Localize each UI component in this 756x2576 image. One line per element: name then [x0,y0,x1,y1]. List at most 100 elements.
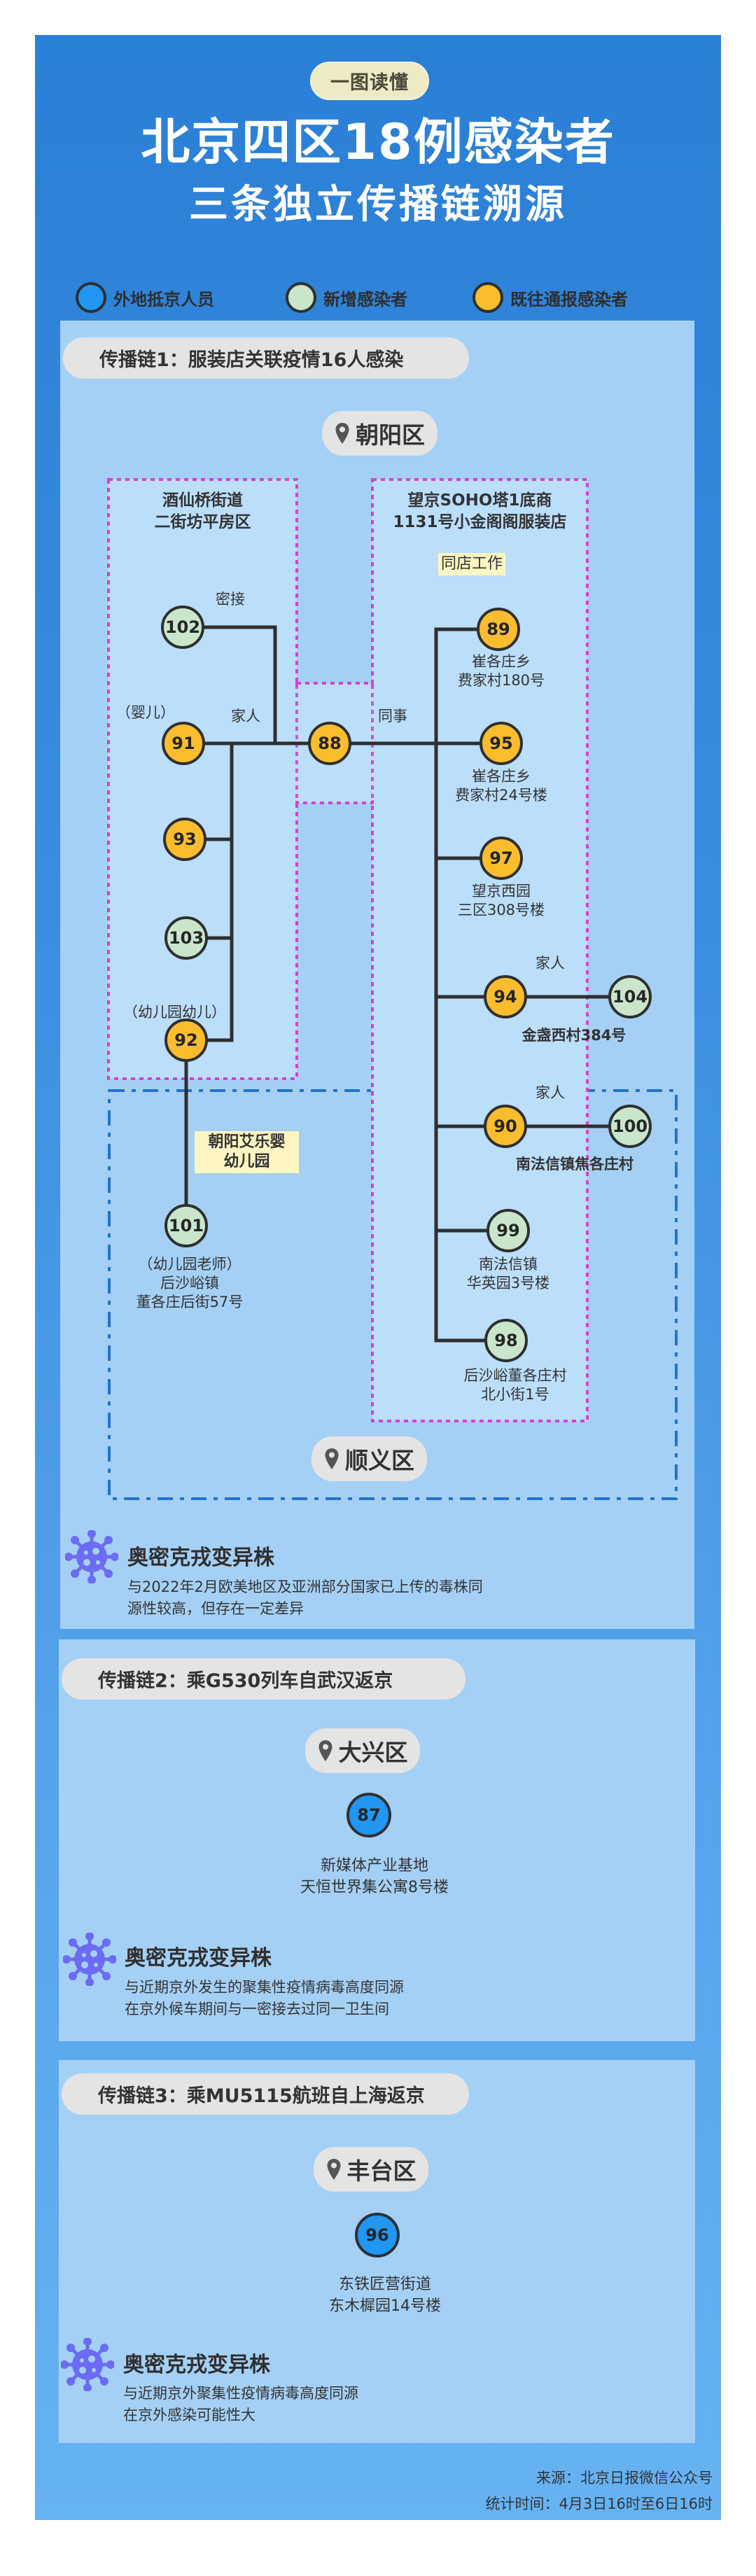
legend-label: 新增感染者 [323,289,407,309]
legend-item-prev: 既往通报感染者 [472,281,628,314]
chain2-header: 传播链2：乘G530列车自武汉返京 [62,1658,465,1700]
location-pin-icon [335,423,349,444]
address-line: 南法信镇 [479,1256,538,1273]
legend-item-out: 外地抵京人员 [76,281,214,314]
annotation-kindergarten-child: （幼儿园幼儿） [123,1004,226,1021]
virus-icon [65,1530,118,1583]
chain3-header: 传播链3：乘MU5115航班自上海返京 [62,2073,469,2115]
left-box-title-line: 二街坊平房区 [154,513,251,531]
address-line: 北小街1号 [481,1386,550,1403]
case-node-96: 96 [355,2213,400,2258]
case-node-101: 101 [164,1204,208,1247]
district-fengtai: 丰台区 [314,2147,428,2192]
source-text: 来源：北京日报微信公众号 [536,2470,713,2486]
address-line: 崔各庄乡 [472,653,531,670]
relation-close-contact: 密接 [216,591,245,608]
case-node-93: 93 [163,818,206,861]
stat-time-text: 统计时间：4月3日16时至6日16时 [485,2496,713,2512]
district-chaoyang: 朝阳区 [322,411,438,456]
address-line: 华英园3号楼 [466,1275,550,1292]
address-line: 后沙峪董各庄村 [463,1367,567,1384]
omicron-description: 与近期京外聚集性疫情病毒高度同源 在京外感染可能性大 [123,2383,358,2426]
annotation-kindergarten-teacher: （幼儿园老师） [138,1256,241,1273]
virus-icon [63,1933,116,1986]
case-node-92: 92 [164,1018,208,1062]
line-102 [202,625,277,746]
location-pin-icon [327,2159,340,2180]
address-line: 董各庄后街57号 [136,1294,244,1310]
right-box-title: 望京SOHO塔1底商 1131号小金阁阁服装店 [372,490,587,533]
address-97: 望京西园 三区308号楼 [431,882,571,920]
legend-item-new: 新增感染者 [286,281,407,314]
case-node-88: 88 [308,722,351,765]
subtitle: 三条独立传播链溯源 [189,182,567,227]
relation-colleague: 同事 [378,708,407,724]
chain1-header-text: 传播链1：服装店关联疫情16人感染 [99,349,404,371]
relation-family: 家人 [231,708,260,724]
address-89: 崔各庄乡 费家村180号 [431,652,571,690]
chain2-header-text: 传播链2：乘G530列车自武汉返京 [98,1670,393,1692]
district-name: 朝阳区 [356,421,425,449]
case-node-91: 91 [162,722,205,765]
virus-icon [61,2338,114,2391]
case-node-98: 98 [484,1319,528,1362]
address-line: 望京西园 [472,883,531,899]
omicron-text-line: 与近期京外发生的聚集性疫情病毒高度同源 [125,1979,404,1996]
omicron-title: 奥密克戎变异株 [127,1546,274,1570]
address-95: 崔各庄乡 费家村24号楼 [431,767,571,805]
left-location-box [107,478,298,1080]
district-name: 大兴区 [338,1739,408,1766]
case-node-104: 104 [608,975,652,1018]
badge-label: 一图读懂 [310,62,429,100]
address-line: 费家村180号 [457,672,545,689]
right-box-title-line: 望京SOHO塔1底商 [407,491,552,510]
address-98: 后沙峪董各庄村 北小街1号 [438,1366,592,1404]
omicron-description: 与2022年2月欧美地区及亚洲部分国家已上传的毒株同 源性较高，但存在一定差异 [127,1576,483,1620]
district-shunyi: 顺义区 [312,1436,427,1481]
address-94: 金盏西村384号 [522,1027,626,1044]
case-node-90: 90 [484,1105,527,1148]
omicron-text-line: 在京外候车期间与一密接去过同一卫生间 [125,2001,389,2017]
case-node-95: 95 [479,722,523,765]
case-node-94: 94 [484,975,527,1018]
case-node-100: 100 [608,1105,652,1148]
case-node-99: 99 [486,1209,530,1252]
kindergarten-note: 朝阳艾乐婴 幼儿园 [195,1131,299,1173]
case-node-87: 87 [346,1793,391,1837]
address-line: 崔各庄乡 [472,768,531,785]
address-99: 南法信镇 华英园3号楼 [438,1255,578,1293]
district-name: 丰台区 [346,2157,416,2185]
location-pin-icon [318,1740,332,1761]
address-line: 新媒体产业基地 [320,1857,428,1875]
omicron-text-line: 源性较高，但存在一定差异 [127,1600,304,1617]
case-node-97: 97 [479,836,523,880]
legend-dot-prev-icon [472,282,503,313]
omicron-description: 与近期京外发生的聚集性疫情病毒高度同源 在京外候车期间与一密接去过同一卫生间 [125,1977,404,2020]
relation-family-94: 家人 [536,955,565,972]
omicron-text-line: 与2022年2月欧美地区及亚洲部分国家已上传的毒株同 [127,1578,483,1595]
chain1-header: 传播链1：服装店关联疫情16人感染 [63,337,469,379]
relation-family-90: 家人 [536,1084,565,1101]
legend-label: 既往通报感染者 [510,289,628,309]
same-store-note: 同店工作 [438,553,506,575]
right-box-title-line: 1131号小金阁阁服装店 [393,513,567,531]
location-pin-icon [325,1448,339,1469]
address-line: 后沙峪镇 [160,1275,219,1292]
address-line: 东铁匠营街道 [338,2276,431,2293]
legend-label: 外地抵京人员 [113,289,214,309]
left-box-title-line: 酒仙桥街道 [162,491,243,510]
chain3-header-text: 传播链3：乘MU5115航班自上海返京 [98,2085,425,2107]
address-line: 天恒世界集公寓8号楼 [300,1879,449,1896]
main-title: 北京四区18例感染者 [141,113,615,171]
address-line: 费家村24号楼 [455,787,547,804]
case-node-102: 102 [161,606,204,649]
case-node-103: 103 [164,916,208,960]
omicron-text-line: 在京外感染可能性大 [123,2407,255,2423]
case-node-89: 89 [477,608,520,651]
address-line: 三区308号楼 [457,902,545,918]
address-line: 东木樨园14号楼 [329,2297,441,2315]
kindergarten-note-line: 朝阳艾乐婴 [208,1133,286,1151]
address-90: 南法信镇焦各庄村 [516,1156,634,1172]
legend-dot-out-icon [76,282,106,313]
